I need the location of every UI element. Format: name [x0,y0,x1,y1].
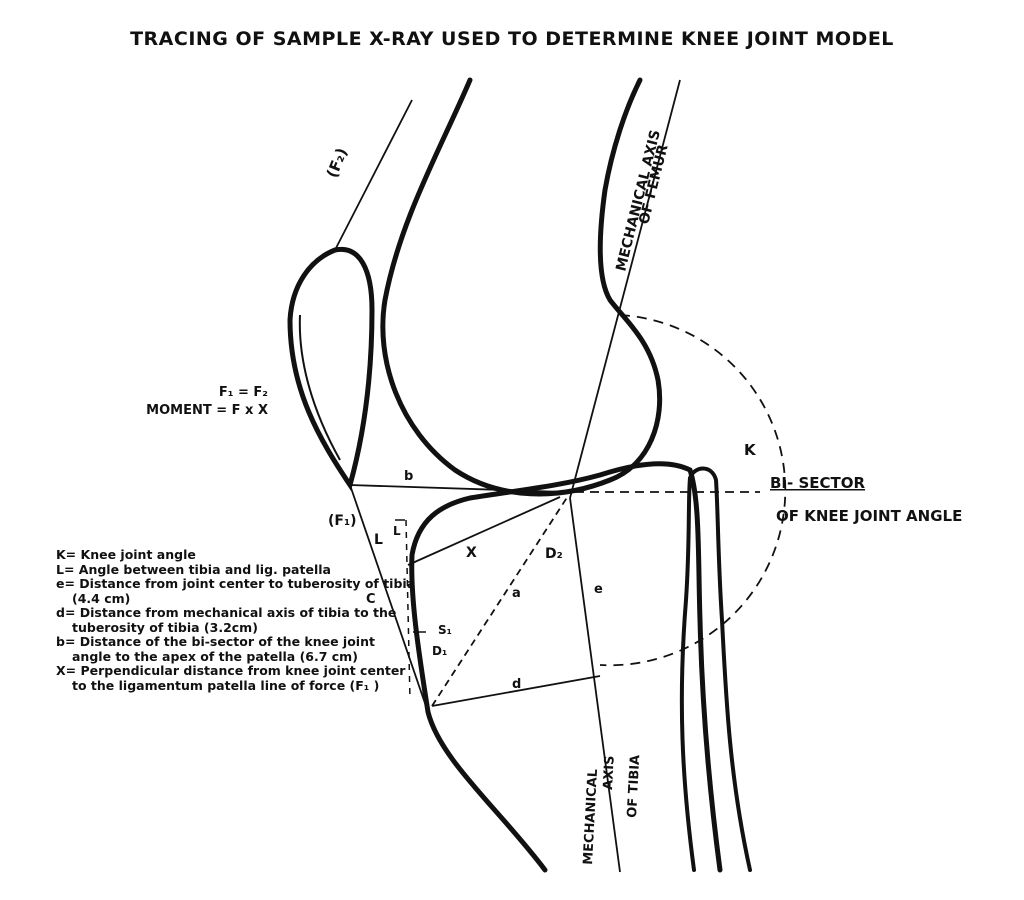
fibula-outline [679,466,752,872]
tibia-outline [409,461,723,873]
label-a: a [512,586,521,601]
label-d: d [512,677,521,692]
label-bisector-2: OF KNEE JOINT ANGLE [776,507,962,525]
force-formula: F₁ = F₂ MOMENT = F x X [108,384,268,420]
knee-angle-arc [599,314,787,667]
label-l1: L [374,532,383,548]
diagram-title: TRACING OF SAMPLE X-RAY USED TO DETERMIN… [130,28,894,50]
femur-outline [380,77,663,497]
formula-line-1: F₁ = F₂ [218,385,268,400]
label-d1: D₁ [432,644,447,658]
b-line [349,484,566,493]
legend-item: K= Knee joint angle [56,547,196,562]
label-x: X [466,545,477,561]
patella-inner [298,314,341,461]
legend-item: b= Distance of the bi-sector of the knee… [56,634,375,664]
mech-axis-femur-line [569,79,681,499]
d-line [431,675,601,707]
label-f1: (F₁) [328,513,357,529]
formula-line-2: MOMENT = F x X [146,403,268,418]
label-mech-axis-tibia-3: OF TIBIA [625,755,643,819]
label-mech-axis-tibia-2: AXIS [601,755,618,790]
force-line-f2 [334,99,413,251]
legend-item: X= Perpendicular distance from knee join… [56,663,406,693]
legend: K= Knee joint angle L= Angle between tib… [56,547,416,693]
label-b: b [404,469,413,484]
label-bisector-1: BI- SECTOR [770,474,866,492]
label-f2: (F₂) [323,145,351,180]
label-c: C [366,592,376,607]
label-e: e [594,582,603,597]
patella-outline [287,246,375,491]
label-d2: D₂ [545,546,563,562]
label-s1: S₁ [438,623,452,637]
label-l2: L [393,524,401,538]
mech-axis-tibia-line [569,497,621,873]
a-line [431,495,569,707]
x-line [407,496,561,566]
legend-item: e= Distance from joint center to tuberos… [56,576,416,606]
legend-item: d= Distance from mechanical axis of tibi… [56,605,397,635]
force-line-f1 [349,484,429,713]
label-mech-axis-tibia-1: MECHANICAL [581,769,601,866]
legend-item: L= Angle between tibia and lig. patella [56,561,331,577]
label-k: K [744,441,757,459]
